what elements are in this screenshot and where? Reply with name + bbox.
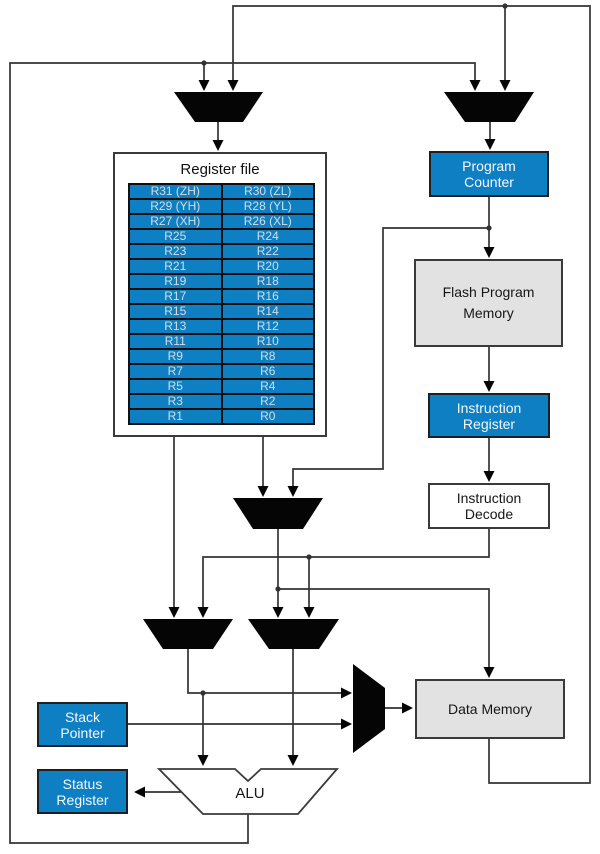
- register-cell: R6: [222, 365, 313, 378]
- arrowhead: [499, 80, 511, 91]
- arrowhead: [227, 80, 239, 91]
- arrowhead: [303, 607, 315, 618]
- register-cell: R12: [222, 320, 313, 333]
- program-counter-label-line2: Counter: [464, 174, 514, 190]
- arrowhead: [402, 702, 413, 714]
- mux-register-file-input: [174, 92, 263, 122]
- register-cell: R4: [222, 380, 313, 393]
- register-cell: R17: [130, 290, 221, 303]
- program-counter-label-line1: Program: [462, 158, 516, 174]
- flash-label-line1: Flash Program: [442, 284, 535, 300]
- instruction-register-label-line2: Register: [462, 415, 516, 432]
- register-cell: R10: [222, 335, 313, 348]
- arrowhead: [469, 80, 481, 91]
- arrowhead: [341, 687, 352, 699]
- register-cell: R5: [130, 380, 221, 393]
- register-cell: R24: [222, 230, 313, 243]
- arrowhead: [168, 607, 180, 618]
- register-cell: R8: [222, 350, 313, 363]
- arrowhead: [212, 140, 224, 151]
- arrowhead: [484, 139, 496, 150]
- wire-data-memory-bus: [232, 5, 591, 784]
- register-cell: R28 (YL): [222, 200, 313, 213]
- program-counter-box: Program Counter: [429, 151, 549, 197]
- arrowhead: [483, 471, 495, 482]
- arrowhead: [272, 607, 284, 618]
- register-cell: R20: [222, 260, 313, 273]
- register-cell: R25: [130, 230, 221, 243]
- arrowhead: [483, 381, 495, 392]
- arrowhead: [287, 755, 299, 766]
- junction-dot: [201, 60, 207, 66]
- register-cell: R18: [222, 275, 313, 288]
- instruction-register-box: Instruction Register: [428, 393, 550, 438]
- register-cell: R14: [222, 305, 313, 318]
- register-cell: R30 (ZL): [222, 185, 313, 198]
- register-file-title: Register file: [180, 161, 260, 178]
- junction-dot: [502, 3, 508, 9]
- arrowhead: [483, 667, 495, 678]
- register-cell: R16: [222, 290, 313, 303]
- mux-alu-right-operand: [248, 619, 339, 649]
- stack-pointer-box: Stack Pointer: [37, 702, 128, 747]
- arrowhead: [198, 80, 210, 91]
- stack-pointer-label-line1: Stack: [64, 708, 100, 725]
- register-table: R31 (ZH)R30 (ZL)R29 (YH)R28 (YL)R27 (XH)…: [128, 183, 315, 425]
- instruction-register-label-line1: Instruction: [456, 399, 522, 416]
- register-cell: R11: [130, 335, 221, 348]
- register-cell: R21: [130, 260, 221, 273]
- arrowhead: [134, 786, 145, 798]
- register-cell: R9: [130, 350, 221, 363]
- register-cell: R22: [222, 245, 313, 258]
- register-cell: R27 (XH): [130, 215, 221, 228]
- status-register-box: Status Register: [37, 769, 128, 814]
- data-memory-box: Data Memory: [415, 679, 565, 739]
- stack-pointer-label-line2: Pointer: [60, 724, 105, 741]
- register-cell: R15: [130, 305, 221, 318]
- register-file-box: Register file R31 (ZH)R30 (ZL)R29 (YH)R2…: [113, 152, 327, 437]
- arrowhead: [257, 486, 269, 497]
- wire-lower-left-mux-output: [187, 649, 345, 694]
- mux-operand-select: [233, 498, 323, 529]
- register-cell: R0: [222, 410, 313, 423]
- register-cell: R2: [222, 395, 313, 408]
- arrowhead: [197, 607, 209, 618]
- data-memory-label: Data Memory: [447, 700, 533, 717]
- status-register-label-line2: Register: [56, 791, 109, 808]
- mux-data-memory-address: [353, 664, 385, 753]
- status-register-label-line1: Status: [62, 775, 103, 792]
- mux-program-counter-input: [444, 92, 534, 122]
- arrowhead: [483, 247, 495, 258]
- junction-dot: [306, 554, 312, 560]
- wire-alu-feedback-bus: [9, 62, 476, 844]
- arrowhead: [287, 486, 299, 497]
- wire-branch-to-data-memory: [278, 588, 490, 669]
- register-cell: R7: [130, 365, 221, 378]
- register-cell: R29 (YH): [130, 200, 221, 213]
- flash-program-memory-box: Flash Program Memory: [414, 259, 563, 347]
- register-cell: R13: [130, 320, 221, 333]
- wire-decode-control: [202, 529, 490, 609]
- wire-pc-feedback-to-mid-mux: [292, 227, 489, 488]
- arrowhead: [341, 718, 352, 730]
- arrowhead: [197, 755, 209, 766]
- register-cell: R19: [130, 275, 221, 288]
- alu-label: ALU: [235, 785, 265, 802]
- register-cell: R26 (XL): [222, 215, 313, 228]
- mux-alu-left-operand: [143, 619, 233, 649]
- instruction-decode-label-line2: Decode: [464, 506, 514, 522]
- instruction-decode-box: Instruction Decode: [428, 483, 550, 529]
- flash-label-line2: Memory: [463, 305, 514, 321]
- register-cell: R31 (ZH): [130, 185, 221, 198]
- instruction-decode-label-line1: Instruction: [456, 490, 522, 506]
- alu-shape: [156, 768, 339, 815]
- register-cell: R23: [130, 245, 221, 258]
- register-cell: R3: [130, 395, 221, 408]
- register-cell: R1: [130, 410, 221, 423]
